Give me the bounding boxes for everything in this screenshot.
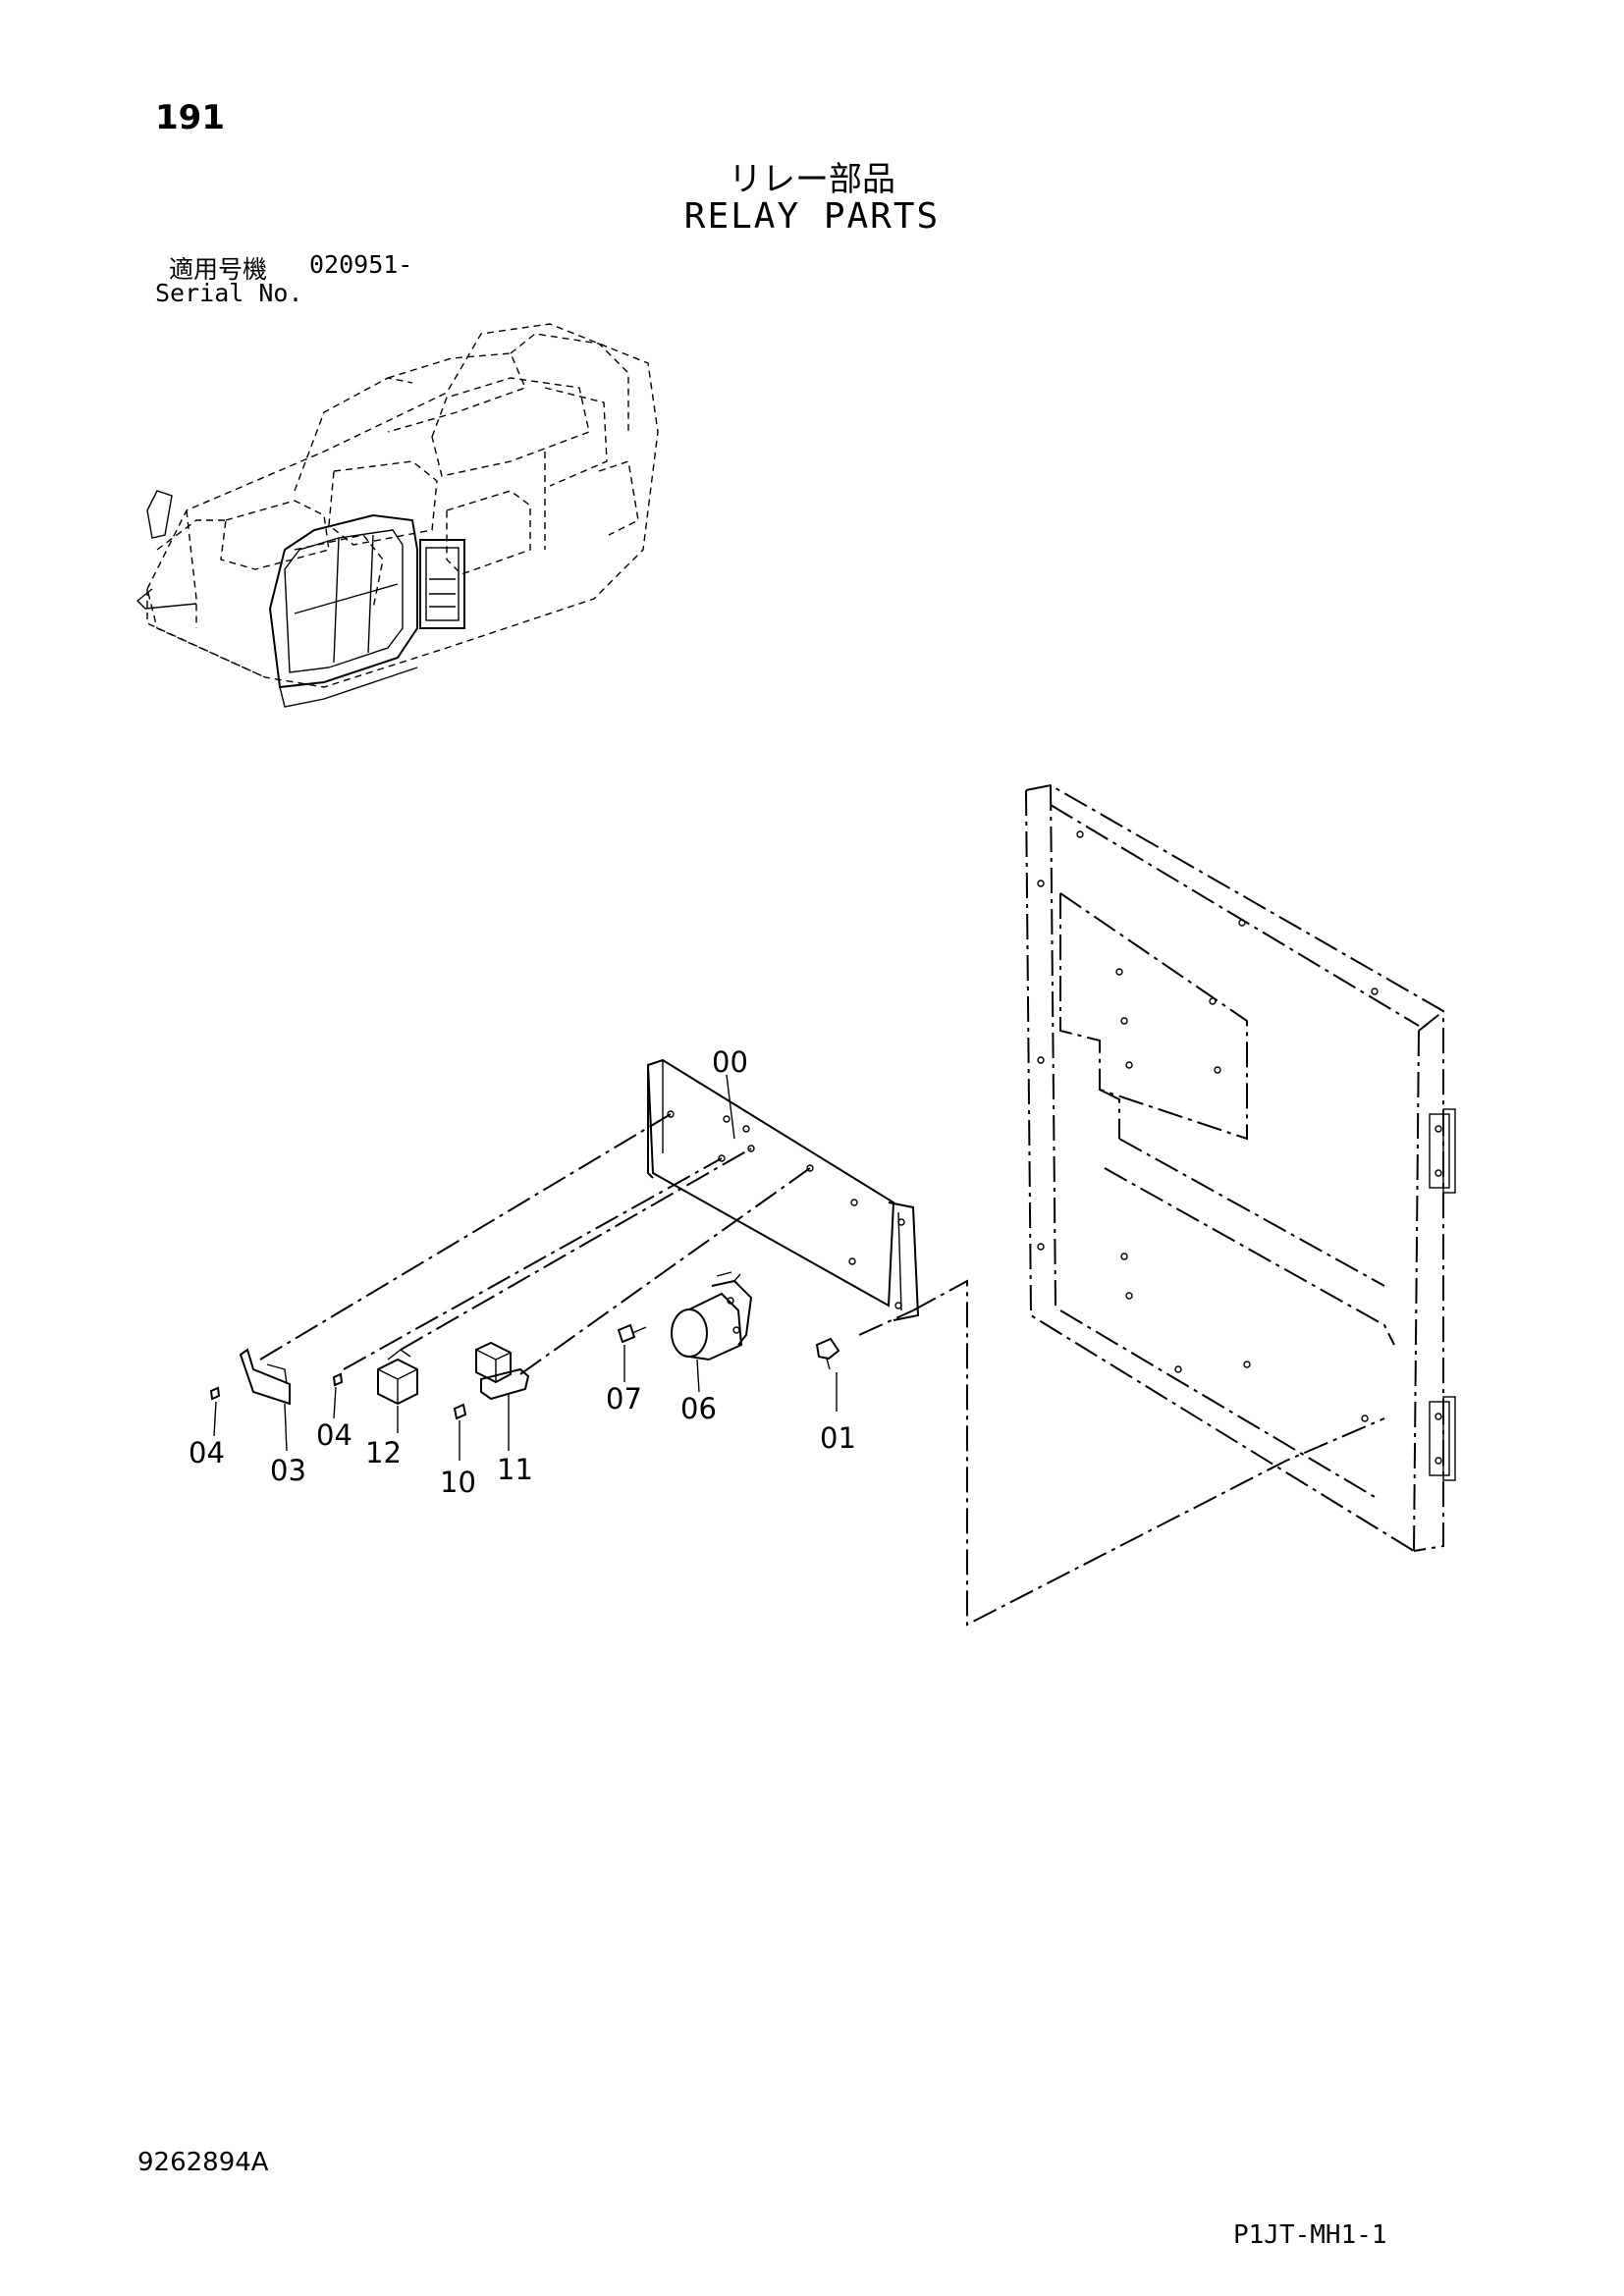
screw-part-10 xyxy=(453,1403,467,1420)
clamp-part-03 xyxy=(239,1348,291,1406)
callout-11: 11 xyxy=(497,1453,533,1486)
page-title-japanese: リレー部品 xyxy=(729,160,895,199)
callout-10: 10 xyxy=(440,1466,476,1499)
callout-01: 01 xyxy=(820,1421,856,1455)
callout-03: 03 xyxy=(270,1454,306,1487)
relay-part-12 xyxy=(377,1349,418,1406)
serial-number-value: 020951- xyxy=(309,250,413,279)
page-code: P1JT-MH1-1 xyxy=(1233,2220,1387,2250)
callout-07: 07 xyxy=(606,1382,642,1415)
assembly-center-lines xyxy=(259,1113,1385,1627)
battery-relay-part-06 xyxy=(671,1271,753,1362)
bolt-part-07 xyxy=(617,1323,647,1344)
page-number: 191 xyxy=(155,98,225,137)
callout-12: 12 xyxy=(365,1436,402,1469)
document-code: 9262894A xyxy=(137,2148,269,2177)
bolt-part-01 xyxy=(815,1337,840,1370)
callout-06: 06 xyxy=(680,1392,717,1425)
serial-label-japanese: 適用号機 xyxy=(169,255,268,284)
callout-04-left: 04 xyxy=(189,1436,225,1469)
callout-leader-lines xyxy=(213,1074,838,1461)
machine-locator-view xyxy=(135,323,659,708)
serial-label: Serial No. xyxy=(155,279,303,307)
relay-bracket xyxy=(646,1058,920,1321)
relay-part-11 xyxy=(475,1341,530,1401)
screw-part-04 xyxy=(209,1372,344,1401)
page-title: RELAY PARTS xyxy=(683,196,941,237)
door-panel-phantom xyxy=(1025,783,1456,1552)
callout-00: 00 xyxy=(712,1045,748,1079)
callout-04-right: 04 xyxy=(316,1418,352,1452)
